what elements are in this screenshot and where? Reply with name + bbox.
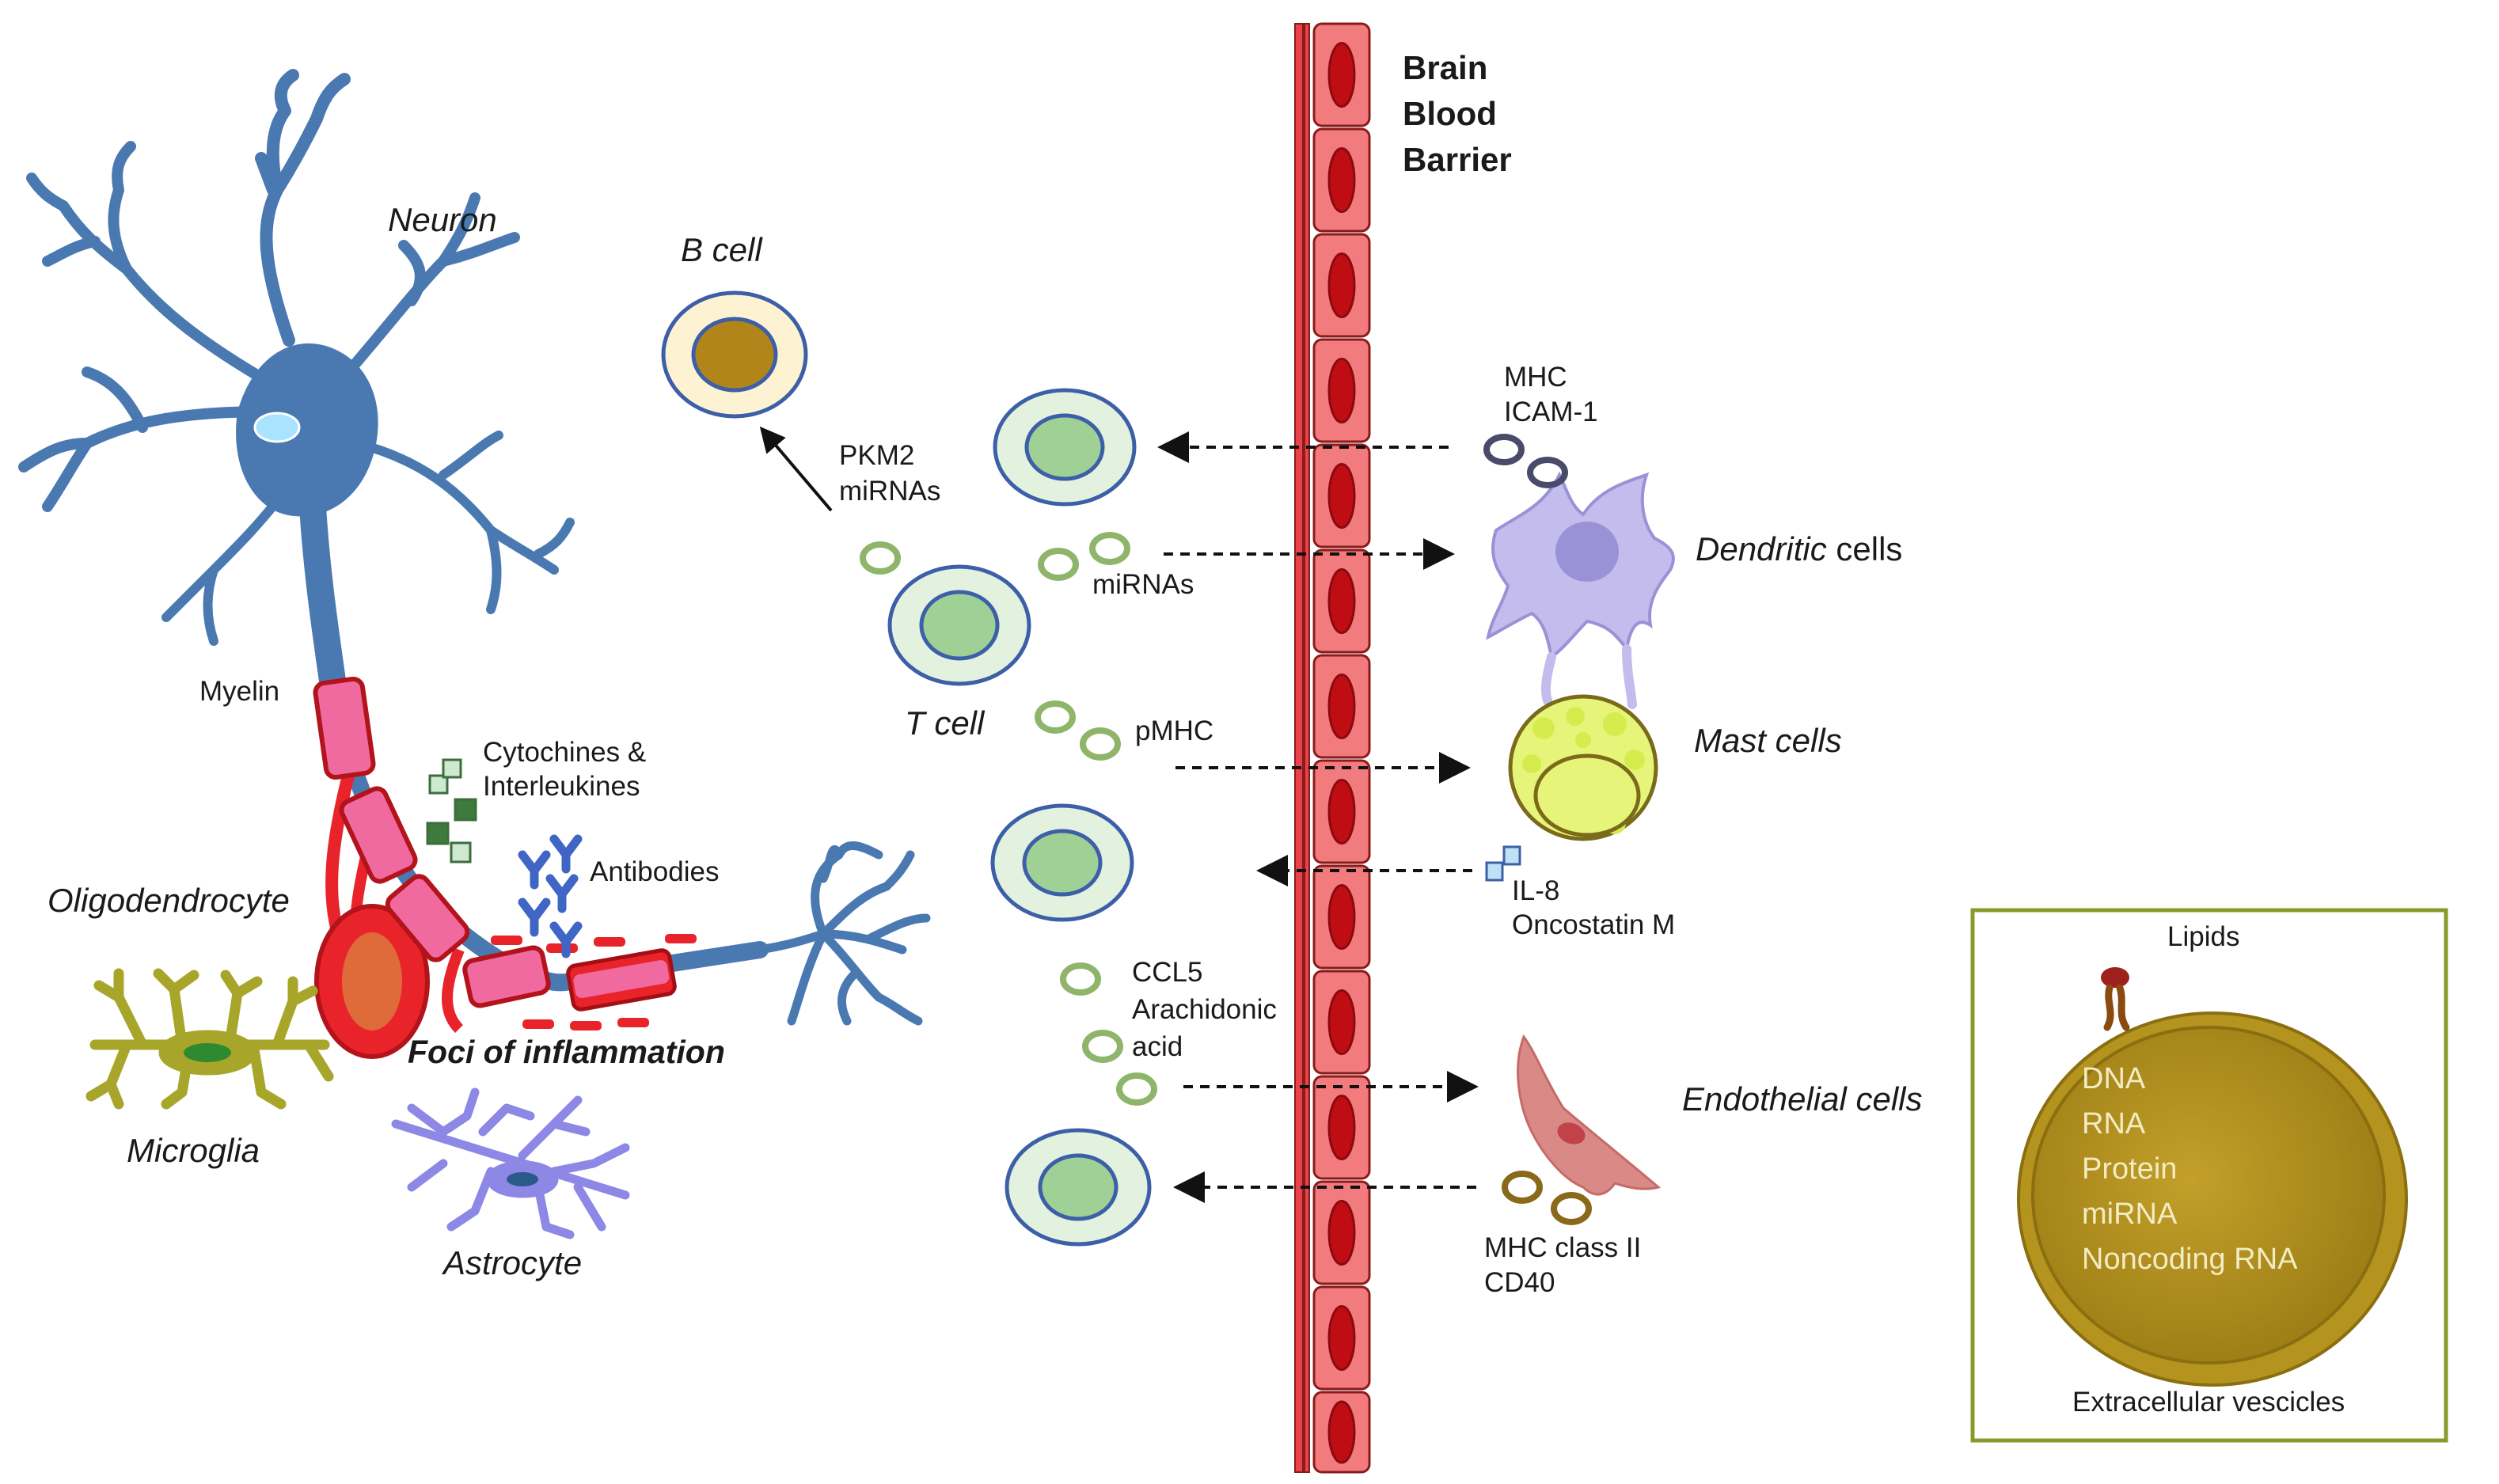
barrier-label-line2: Blood <box>1403 95 1497 132</box>
mirnas-label: miRNAs <box>1092 569 1194 600</box>
dendritic-rest: cells <box>1827 530 1903 567</box>
barrier-cell-nucleus <box>1327 463 1356 529</box>
barrier-cell-nucleus <box>1327 1200 1356 1266</box>
b-cell-icon <box>661 290 808 419</box>
barrier-cell-nucleus <box>1327 252 1356 318</box>
myelinated-axon <box>313 672 769 1059</box>
ev-content-dna: DNA <box>2082 1062 2146 1095</box>
barrier-cell-nucleus <box>1327 1305 1356 1371</box>
ccl5-label-line3: acid <box>1132 1031 1183 1062</box>
ev-content-rna: RNA <box>2082 1107 2146 1141</box>
mhc2-vesicle-icons <box>1502 1171 1592 1225</box>
neuron-label: Neuron <box>388 201 497 238</box>
mhc-vesicle-icons <box>1483 434 1568 488</box>
endothelial-cells-label: Endothelial cells <box>1682 1080 1923 1118</box>
cytokines-label-line2: Interleukines <box>483 771 640 802</box>
dendritic-italic: Dendritic <box>1696 530 1827 567</box>
ev-content-protein: Protein <box>2082 1152 2177 1186</box>
il8-label-line2: Oncostatin M <box>1512 909 1675 940</box>
endothelial-cell-icon <box>1517 1034 1662 1196</box>
mast-cell-icon <box>1508 694 1658 841</box>
ev-content-mirna: miRNA <box>2082 1197 2178 1231</box>
barrier-cell-nucleus <box>1327 1400 1356 1464</box>
extracellular-vesicle-panel: Lipids DNA RNA Protein miRNA Noncoding R… <box>1970 908 2448 1443</box>
ev-inner-lumen <box>2031 1026 2386 1364</box>
barrier-cell-nucleus <box>1327 147 1356 213</box>
astrocyte-icon <box>391 1087 630 1239</box>
ev-content-noncoding-rna: Noncoding RNA <box>2082 1243 2298 1276</box>
dendritic-cells-label: Dendritic cells <box>1696 530 1902 567</box>
antibody-icons <box>518 834 583 958</box>
ccl5-label-line2: Arachidonic <box>1132 994 1277 1025</box>
astrocyte-label: Astrocyte <box>441 1244 582 1281</box>
dendritic-cell-icon <box>1486 471 1675 709</box>
barrier-label: Brain Blood Barrier <box>1403 49 1512 178</box>
barrier-cell-nucleus <box>1327 674 1356 739</box>
mhc-icam-label-line1: MHC <box>1504 362 1567 393</box>
axon-terminal-icon <box>755 841 931 1026</box>
barrier-cell-nucleus <box>1327 568 1356 634</box>
cytokines-label-line1: Cytochines & <box>483 737 646 768</box>
mhc2-label-line1: MHC class II <box>1484 1232 1641 1263</box>
lipid-icon <box>2101 967 2130 1031</box>
lipids-label: Lipids <box>2167 921 2239 952</box>
barrier-cell-nucleus <box>1327 42 1356 108</box>
mast-cells-label: Mast cells <box>1694 722 1842 759</box>
pkm2-label-line1: PKM2 <box>839 440 914 471</box>
il8-icon <box>1485 845 1521 882</box>
t-cell-label: T cell <box>905 704 986 742</box>
neuron-icon <box>18 69 575 694</box>
mhc-icam-label-line2: ICAM-1 <box>1504 397 1598 427</box>
dashed-arrows <box>1157 431 1479 1203</box>
cytokine-icons <box>426 758 477 863</box>
t-cell-icons <box>887 388 1152 1247</box>
antibodies-label: Antibodies <box>590 856 719 887</box>
pmhc-label: pMHC <box>1135 715 1213 746</box>
myelin-label: Myelin <box>199 676 279 707</box>
microglia-label: Microglia <box>127 1132 260 1169</box>
barrier-cell-nucleus <box>1327 779 1356 844</box>
blood-brain-barrier <box>1294 22 1371 1474</box>
barrier-cell-nucleus <box>1327 884 1356 950</box>
barrier-cell-nucleus <box>1327 358 1356 423</box>
foci-label: Foci of inflammation <box>408 1034 725 1070</box>
barrier-cell-nucleus <box>1327 1095 1356 1160</box>
vesicle-icons <box>860 532 1157 1106</box>
pkm2-label-line2: miRNAs <box>839 476 940 507</box>
microglia-icon <box>85 968 334 1110</box>
b-cell-label: B cell <box>681 231 763 268</box>
ev-caption: Extracellular vescicles <box>2072 1387 2345 1418</box>
barrier-label-line1: Brain <box>1403 49 1487 86</box>
oligodendrocyte-label: Oligodendrocyte <box>47 882 290 919</box>
barrier-cell-column <box>1312 22 1371 1474</box>
pkm2-arrow <box>759 426 833 512</box>
barrier-label-line3: Barrier <box>1403 141 1512 178</box>
mhc2-label-line2: CD40 <box>1484 1267 1555 1298</box>
barrier-cell-nucleus <box>1327 989 1356 1055</box>
ccl5-label-line1: CCL5 <box>1132 957 1202 988</box>
il8-label-line1: IL-8 <box>1512 875 1559 906</box>
